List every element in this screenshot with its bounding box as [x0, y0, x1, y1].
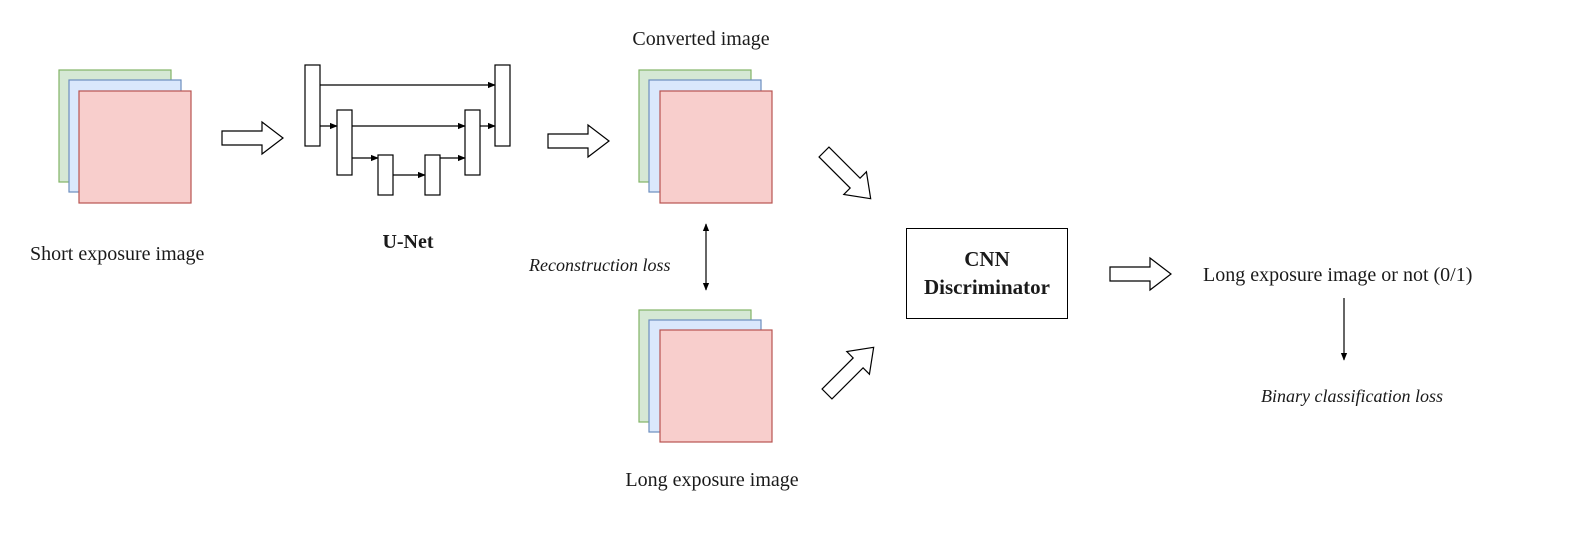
- unet-bottleneck-block-1: [377, 154, 394, 196]
- unet-diagram: [304, 64, 511, 196]
- unet-encoder-block-2: [336, 109, 353, 176]
- block-arrow-converted-to-discriminator: [818, 146, 872, 200]
- converted-image-stack: [638, 69, 773, 204]
- long-exposure-image-stack: [638, 309, 773, 443]
- unet-encoder-block-1: [304, 64, 321, 147]
- red-channel-layer: [659, 90, 773, 204]
- block-arrow-to-converted: [547, 123, 610, 159]
- unet-decoder-block-1: [494, 64, 511, 147]
- block-arrow-long-to-discriminator: [821, 346, 875, 400]
- long-exposure-label: Long exposure image: [625, 469, 799, 491]
- unet-label: U-Net: [382, 231, 434, 253]
- cnn-discriminator-box: CNN Discriminator: [906, 228, 1068, 319]
- binary-classification-loss-label: Binary classification loss: [1261, 386, 1443, 406]
- block-arrow-to-output: [1109, 256, 1172, 292]
- short-exposure-label: Short exposure image: [30, 243, 205, 265]
- output-label: Long exposure image or not (0/1): [1203, 264, 1473, 286]
- red-channel-layer: [78, 90, 192, 204]
- short-exposure-image-stack: [58, 69, 192, 204]
- converted-image-label: Converted image: [632, 28, 770, 50]
- reconstruction-loss-label: Reconstruction loss: [529, 255, 671, 275]
- red-channel-layer: [659, 329, 773, 443]
- discriminator-label-line2: Discriminator: [924, 274, 1050, 299]
- block-arrow-to-unet: [221, 120, 284, 156]
- unet-bottleneck-block-2: [424, 154, 441, 196]
- discriminator-label-line1: CNN: [964, 247, 1010, 272]
- unet-decoder-block-2: [464, 109, 481, 176]
